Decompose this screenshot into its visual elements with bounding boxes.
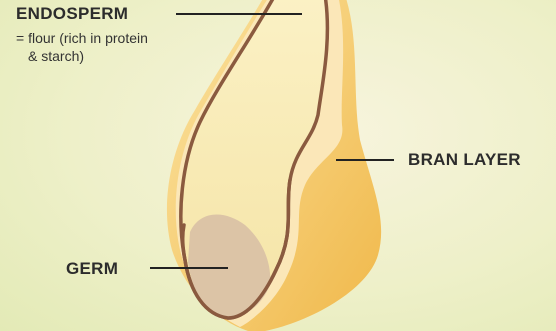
germ-leader-line xyxy=(150,267,228,269)
germ-label: GERM xyxy=(66,259,118,279)
endosperm-label: ENDOSPERM xyxy=(16,4,128,24)
endosperm-description-line2: & starch) xyxy=(28,48,84,65)
bran-layer-label: BRAN LAYER xyxy=(408,150,521,170)
bran-leader-line xyxy=(336,159,394,161)
endosperm-leader-line xyxy=(176,13,302,15)
endosperm-description-line1: = flour (rich in protein xyxy=(16,30,148,47)
